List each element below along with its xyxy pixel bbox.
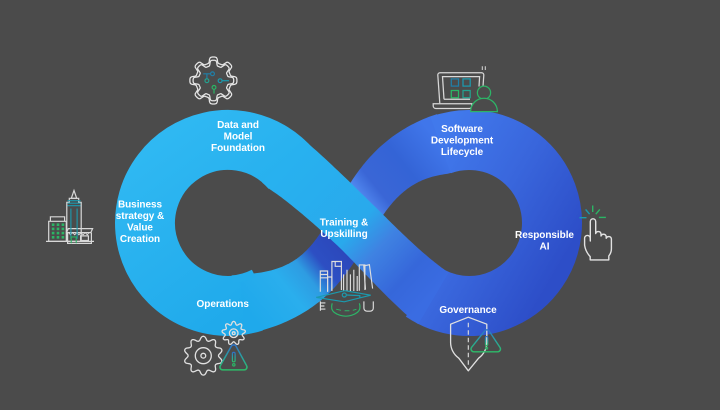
svg-text:Value: Value (127, 223, 153, 234)
svg-text:Creation: Creation (120, 234, 160, 245)
svg-text:Operations: Operations (197, 299, 250, 310)
svg-text:Software: Software (441, 124, 483, 135)
svg-text:Model: Model (224, 132, 253, 143)
svg-text:Upskilling: Upskilling (320, 229, 367, 240)
svg-text:Data and: Data and (217, 120, 259, 131)
svg-text:AI: AI (540, 242, 550, 253)
svg-text:Foundation: Foundation (211, 143, 265, 154)
svg-text:Training &: Training & (320, 218, 368, 229)
svg-text:Development: Development (431, 136, 494, 147)
svg-text:Business: Business (118, 200, 163, 211)
svg-text:Governance: Governance (439, 305, 497, 316)
svg-text:strategy &: strategy & (116, 211, 164, 222)
svg-text:Responsible: Responsible (515, 230, 574, 241)
svg-text:Lifecycle: Lifecycle (441, 147, 484, 158)
